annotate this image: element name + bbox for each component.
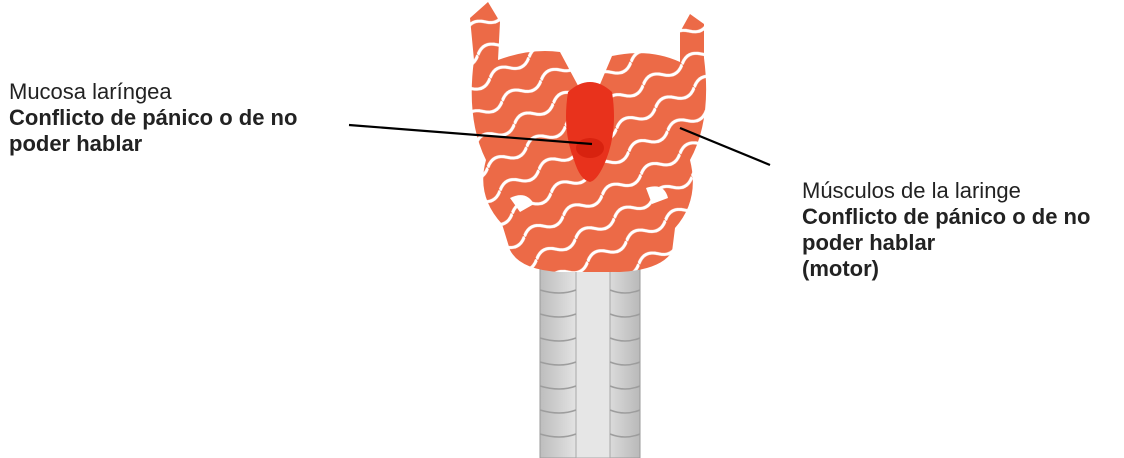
label-larynx-muscles: Músculos de la laringe Conflicto de páni… (802, 178, 1122, 282)
label-laryngeal-mucosa: Mucosa laríngea Conflicto de pánico o de… (9, 79, 349, 157)
label-muscles-name: Músculos de la laringe (802, 178, 1122, 204)
label-muscles-condition-line2: poder hablar (802, 230, 1122, 256)
trachea (540, 268, 640, 458)
label-muscles-condition-line1: Conflicto de pánico o de no (802, 204, 1122, 230)
label-muscles-condition-line3: (motor) (802, 256, 1122, 282)
label-mucosa-condition-line1: Conflicto de pánico o de no (9, 105, 349, 131)
label-mucosa-condition-line2: poder hablar (9, 131, 349, 157)
label-mucosa-name: Mucosa laríngea (9, 79, 349, 105)
